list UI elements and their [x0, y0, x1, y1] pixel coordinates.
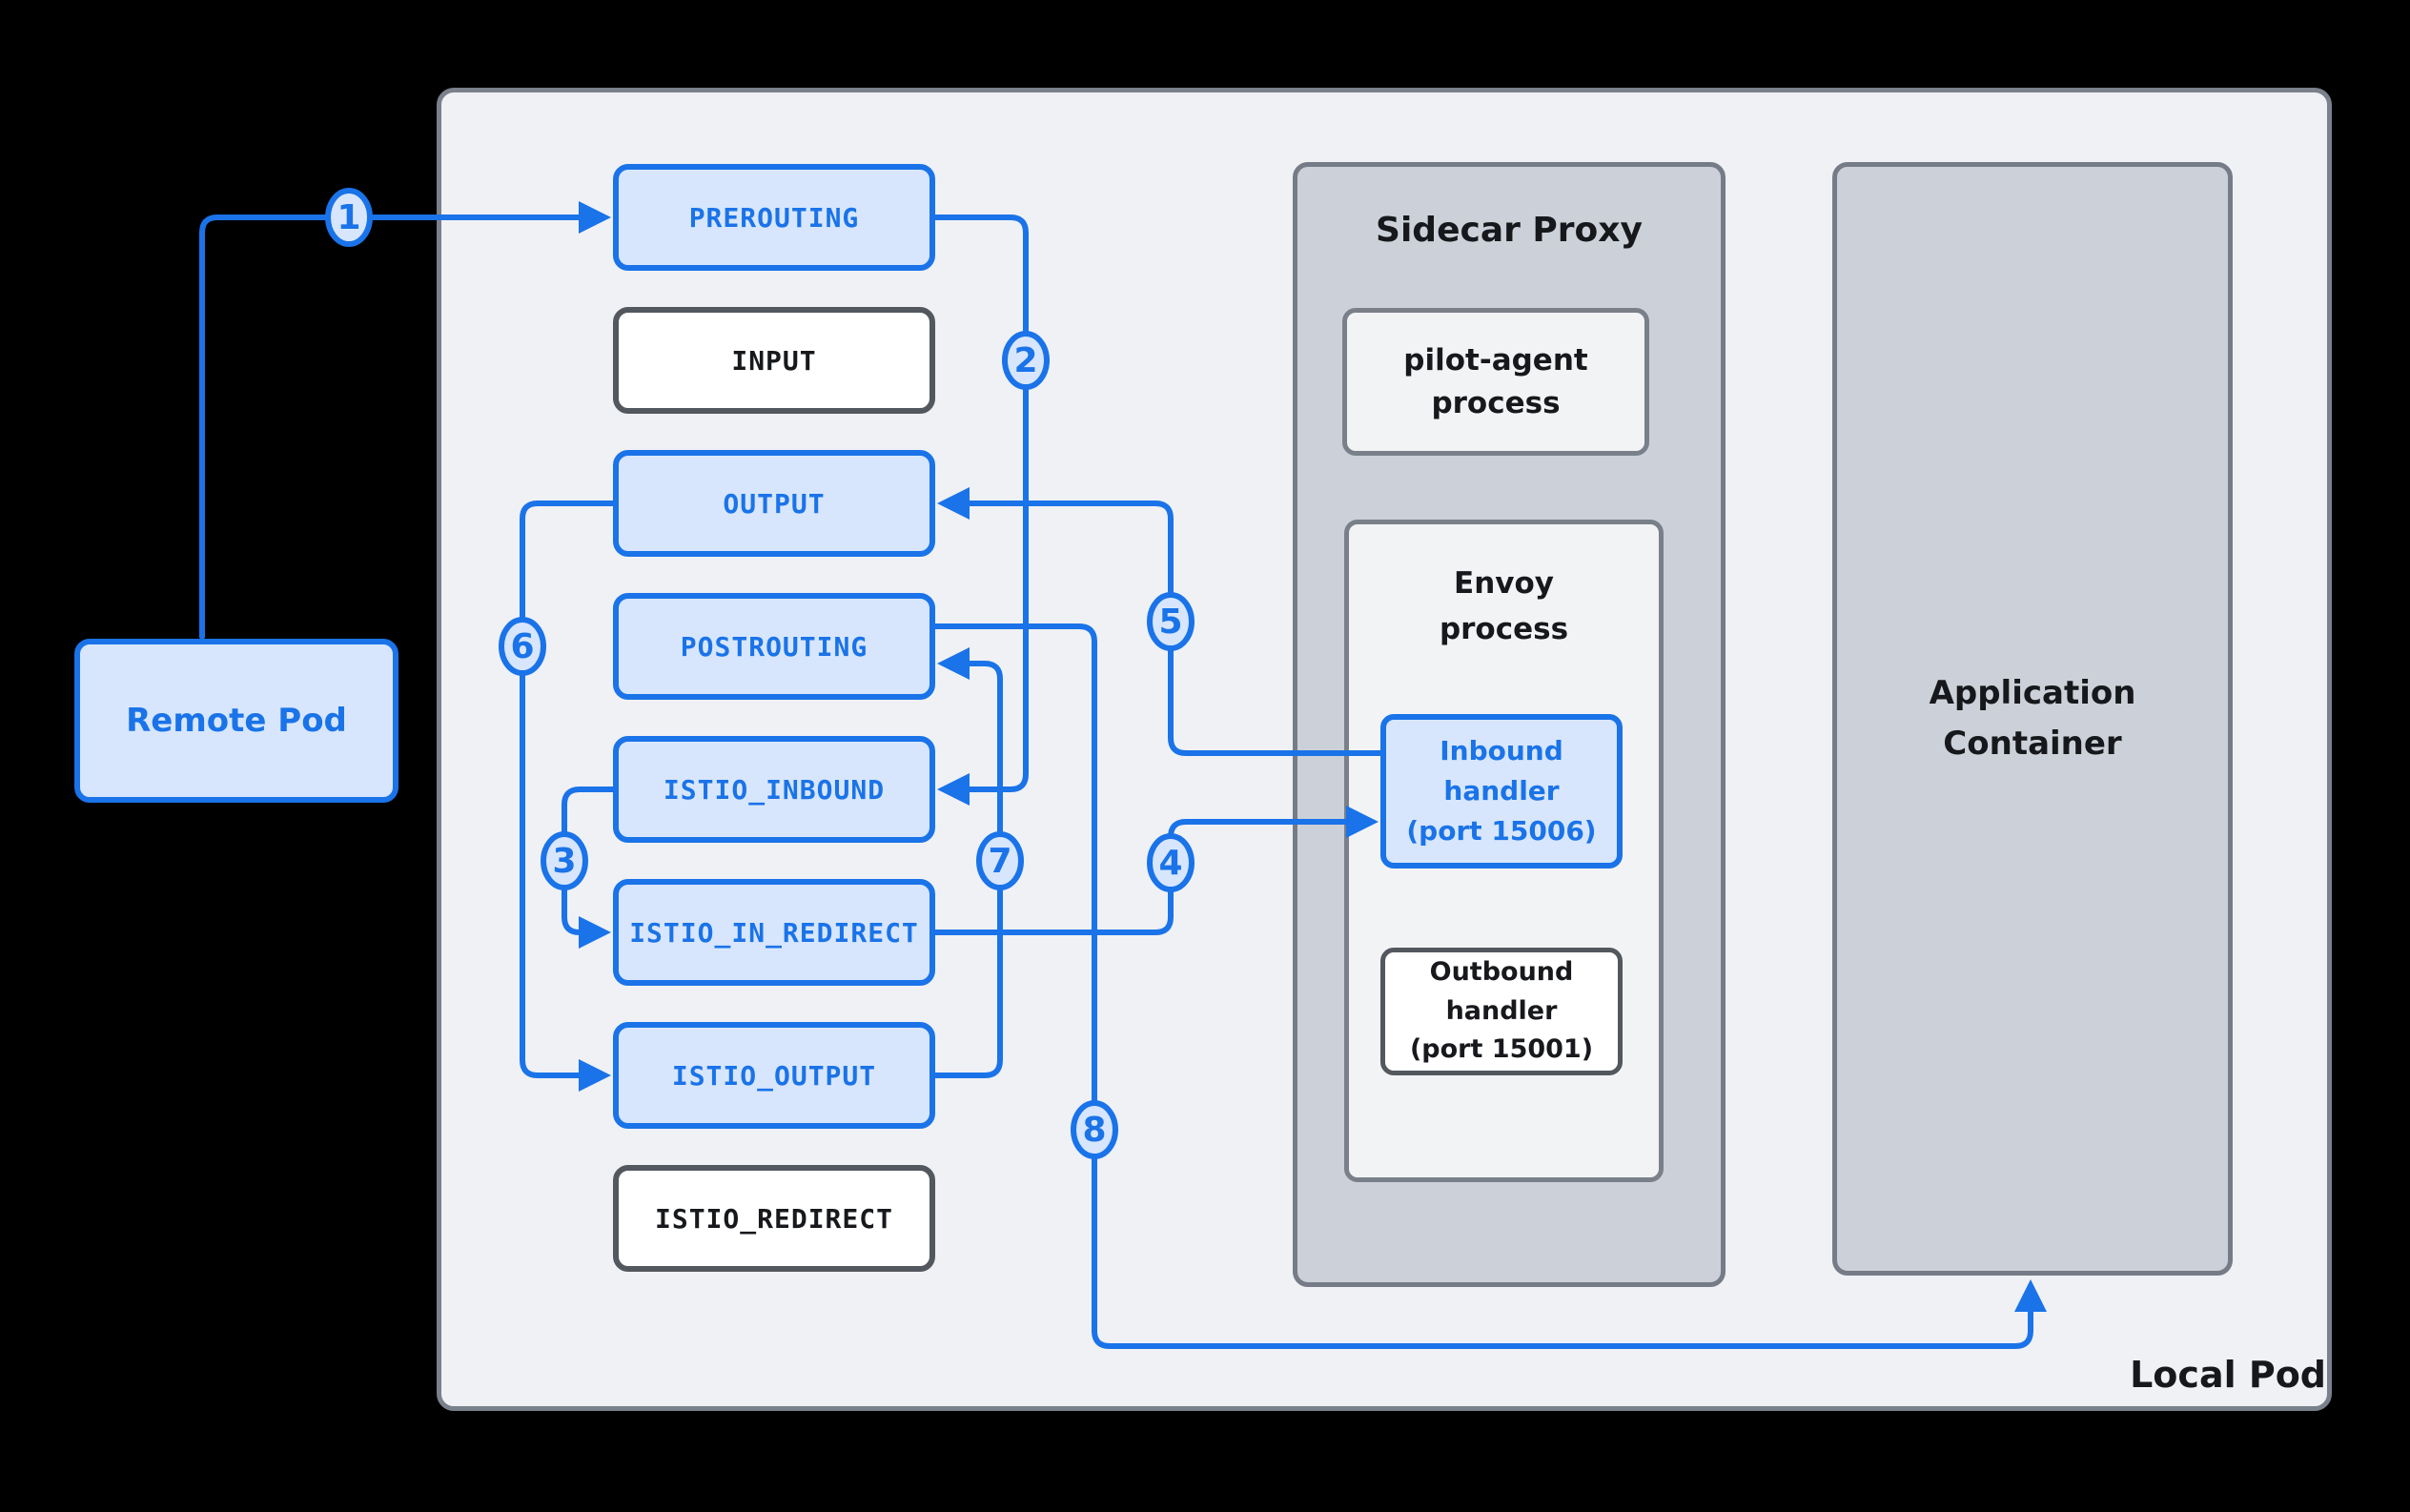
envoy-process-title: Envoy process — [1349, 561, 1659, 652]
sidecar-proxy-title: Sidecar Proxy — [1376, 211, 1643, 250]
chain-box-postrouting: POSTROUTING — [613, 593, 935, 700]
chain-box-istio-inbound: ISTIO_INBOUND — [613, 736, 935, 843]
local-pod-label: Local Pod — [2130, 1354, 2326, 1396]
chain-box-istio-redirect: ISTIO_REDIRECT — [613, 1165, 935, 1272]
outbound-handler-box: Outbound handler (port 15001) — [1380, 948, 1623, 1075]
chain-box-input: INPUT — [613, 307, 935, 414]
pilot-agent-label-line2: process — [1431, 385, 1561, 420]
chain-label: OUTPUT — [723, 487, 826, 520]
step-badge-1: 1 — [325, 188, 373, 247]
chain-label: ISTIO_INBOUND — [663, 773, 886, 806]
chain-label: PREROUTING — [688, 201, 860, 234]
pilot-agent-label-line1: pilot-agent — [1403, 342, 1588, 378]
chain-label: INPUT — [731, 344, 817, 377]
svg-text:1: 1 — [337, 198, 360, 237]
chain-label: POSTROUTING — [680, 630, 868, 663]
outbound-handler-line2: (port 15001) — [1409, 1034, 1594, 1065]
application-container-line1: Application — [1929, 674, 2136, 713]
chain-box-output: OUTPUT — [613, 450, 935, 557]
application-container-box: Application Container — [1832, 162, 2233, 1276]
envoy-title-line2: process — [1439, 612, 1569, 647]
chain-box-istio-in-redirect: ISTIO_IN_REDIRECT — [613, 879, 935, 986]
inbound-handler-line1: Inbound handler — [1440, 735, 1563, 807]
envoy-title-line1: Envoy — [1454, 566, 1554, 601]
chain-box-prerouting: PREROUTING — [613, 164, 935, 271]
inbound-handler-line2: (port 15006) — [1406, 815, 1597, 847]
inbound-handler-box: Inbound handler (port 15006) — [1380, 714, 1623, 868]
application-container-line2: Container — [1943, 725, 2122, 763]
remote-pod-label: Remote Pod — [126, 702, 347, 740]
chain-label: ISTIO_REDIRECT — [654, 1202, 893, 1235]
chain-label: ISTIO_OUTPUT — [671, 1059, 877, 1092]
chain-label: ISTIO_IN_REDIRECT — [629, 916, 919, 949]
pilot-agent-box: pilot-agent process — [1342, 308, 1649, 456]
chain-box-istio-output: ISTIO_OUTPUT — [613, 1022, 935, 1129]
outbound-handler-line1: Outbound handler — [1429, 957, 1574, 1026]
remote-pod-box: Remote Pod — [74, 639, 398, 803]
